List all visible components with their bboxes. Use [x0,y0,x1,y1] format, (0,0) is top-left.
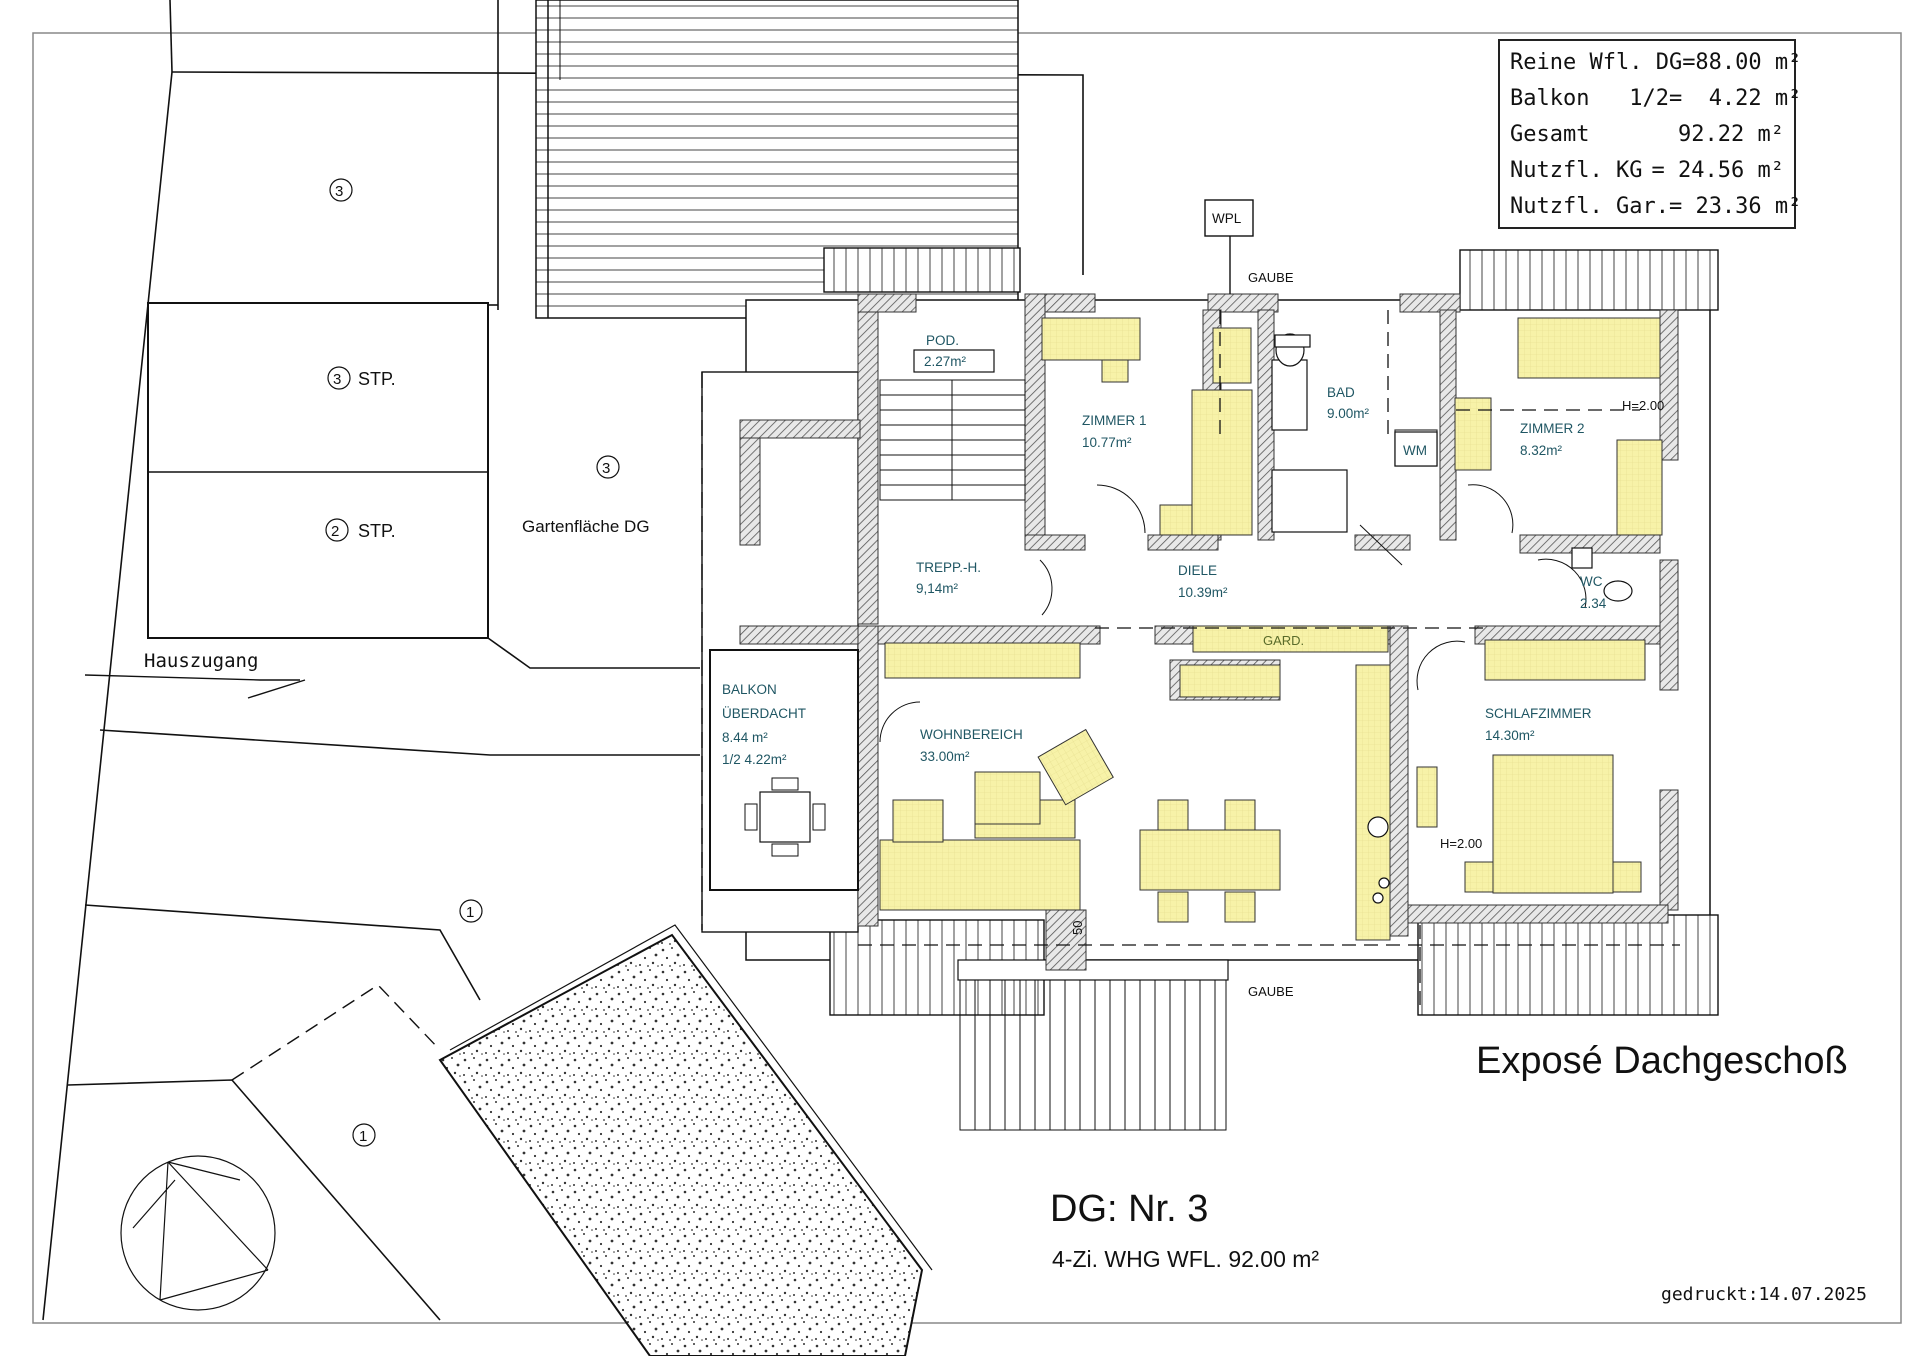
gaube-top-label: GAUBE [1248,270,1294,285]
room-diele-name: DIELE [1178,563,1217,578]
staircase [879,349,1026,501]
area-row-gesamt: Gesamt 92.22 m² [1510,117,1784,153]
room-balkon-name2: ÜBERDACHT [722,706,806,721]
area-row-nutzfl-kg: Nutzfl. KG = 24.56 m² [1510,153,1784,189]
room-wohnbereich-area: 33.00m² [920,749,970,764]
stp3-label: STP. [358,369,396,389]
gard-label: GARD. [1263,633,1304,648]
balcony [701,372,859,930]
dashed-lines [858,310,1680,1012]
height-zimmer2: H=2.00 [1622,398,1664,413]
entrance-label: Hauszugang [144,650,258,672]
room-schlafzimmer-area: 14.30m² [1485,728,1535,743]
area-row-reine-wfl: Reine Wfl. DG=88.00 m² [1510,45,1801,81]
room-trepp-name: TREPP.-H. [916,560,981,575]
printed-date: gedruckt:14.07.2025 [1661,1284,1867,1305]
room-wohnbereich-name: WOHNBEREICH [920,727,1023,742]
doors [879,484,1587,743]
room-pod-name: POD. [926,333,959,348]
gaube-bottom-label: GAUBE [1248,984,1294,999]
area-label: Nutzfl. KG [1510,158,1643,183]
room-balkon-name: BALKON [722,682,777,697]
marker-3c: 3 [602,460,610,477]
area-value: = 4.22 m² [1668,86,1802,111]
dim-50: 50 [1070,921,1085,935]
area-value: = 23.36 m² [1668,194,1802,219]
room-zimmer1-area: 10.77m² [1082,435,1132,450]
plan-title: Exposé Dachgeschoß [1476,1040,1848,1082]
area-label: Reine Wfl. DG [1510,50,1683,75]
room-diele-area: 10.39m² [1178,585,1228,600]
apartment-description: 4-Zi. WHG WFL. 92.00 m² [1052,1246,1320,1272]
stp2-label: STP. [358,521,396,541]
gravel-roof [438,924,933,1356]
height-schlafzimmer: H=2.00 [1440,836,1482,851]
room-trepp-area: 9,14m² [916,581,959,596]
area-value: =88.00 m² [1682,50,1802,75]
area-value: 92.22 m² [1678,122,1784,147]
room-zimmer1-name: ZIMMER 1 [1082,413,1147,428]
area-summary-table: Reine Wfl. DG=88.00 m² Balkon 1/2= 4.22 … [1498,39,1801,229]
room-balkon-half: 1/2 4.22m² [722,752,787,767]
room-schlafzimmer-name: SCHLAFZIMMER [1485,706,1592,721]
marker-2: 2 [331,523,339,540]
carport-outline [231,984,441,1081]
room-pod-area: 2.27m² [924,354,967,369]
wm-label: WM [1403,443,1427,458]
wpl-label: WPL [1212,211,1242,226]
furniture [879,317,1663,941]
marker-3b: 3 [333,371,341,388]
garden-label: Gartenfläche DG [522,517,650,536]
site-markers: 3 3 STP. 2 STP. 3 Gartenfläche DG 1 1 [325,178,650,1147]
entrance-marker: Hauszugang [84,650,306,699]
marker-1b: 1 [359,1128,367,1145]
area-value: = 24.56 m² [1651,158,1784,183]
area-label: Gesamt [1510,122,1590,147]
room-bad-area: 9.00m² [1327,406,1370,421]
room-wc-area: 2.34 [1580,596,1607,611]
area-label: Balkon 1/2 [1510,86,1669,111]
area-label: Nutzfl. Gar. [1510,194,1669,219]
marker-1a: 1 [466,904,474,921]
room-zimmer2-area: 8.32m² [1520,443,1563,458]
north-arrow [120,1155,276,1311]
area-row-balkon: Balkon 1/2= 4.22 m² [1510,81,1801,117]
room-zimmer2-name: ZIMMER 2 [1520,421,1585,436]
room-balkon-area: 8.44 m² [722,730,768,745]
marker-3a: 3 [335,183,343,200]
apartment-number: DG: Nr. 3 [1050,1188,1209,1230]
room-bad-name: BAD [1327,385,1355,400]
room-wc-name: WC [1580,574,1603,589]
area-row-nutzfl-gar: Nutzfl. Gar.= 23.36 m² [1510,189,1801,225]
wpl-box [1204,199,1254,237]
wm-box [1394,431,1438,467]
